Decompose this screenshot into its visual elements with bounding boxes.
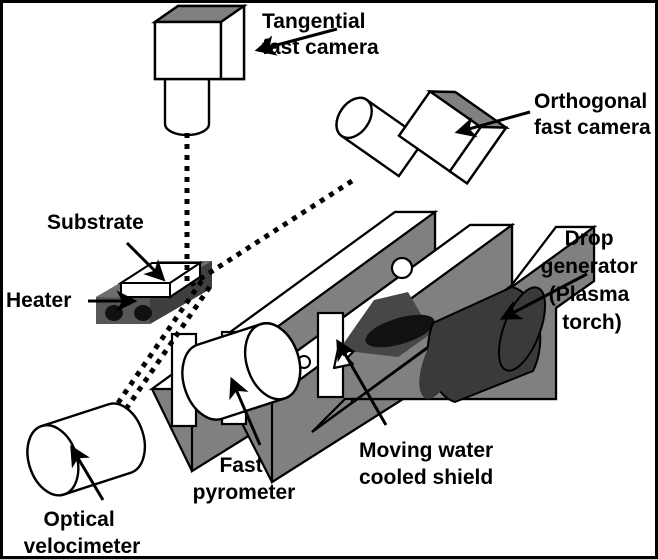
torch-barrel-front-face — [419, 323, 461, 399]
leader-arrows — [70, 27, 588, 501]
velocimeter-sight-line-b — [123, 280, 216, 411]
pyrometer-leader-arrow — [229, 376, 262, 446]
label-drop-generator: Drop generator (Plasma torch) — [541, 227, 644, 334]
fast-pyrometer-group[interactable] — [173, 316, 309, 427]
sight-lines — [115, 133, 354, 411]
substrate-front-face — [120, 282, 171, 298]
orthogonal-camera-leader-arrow — [454, 110, 531, 138]
label-orthogonal-fast-camera: Orthogonal fast camera — [534, 90, 653, 139]
labels: Tangential fast camera Orthogonal fast c… — [6, 10, 653, 558]
orthogonal-camera-side-face — [448, 125, 509, 186]
label-optical-velocimeter: Optical velocimeter — [24, 508, 141, 558]
tangential-camera-front-face — [153, 20, 223, 81]
substrate-leader-arrow — [125, 241, 166, 282]
fast-pyrometer[interactable] — [173, 316, 309, 427]
label-fast-pyrometer: Fast pyrometer — [193, 454, 296, 504]
label-substrate: Substrate — [47, 211, 144, 234]
drop-generator-leader-arrow — [499, 272, 588, 320]
heater-cartridge-left — [105, 305, 123, 321]
tangential-fast-camera[interactable] — [151, 3, 248, 137]
front-plate-bolt-hole — [390, 256, 414, 280]
orthogonal-camera-lens-aperture — [335, 96, 373, 140]
tangential-camera-side-face — [219, 3, 246, 81]
torch-barrel-end-cap — [497, 286, 547, 372]
tangential-camera-leader-arrow — [254, 27, 338, 56]
velocimeter-sight-line-a — [115, 274, 208, 405]
label-moving-water-cooled-shield: Moving water cooled shield — [359, 439, 499, 489]
velocimeter-leader-arrow — [70, 444, 105, 501]
shield-leader-arrow — [336, 338, 388, 426]
heater-cartridge-right — [134, 305, 152, 321]
orthogonal-camera-body-group[interactable] — [397, 80, 510, 186]
plasma-plume-core — [365, 314, 435, 348]
orthogonal-fast-camera[interactable] — [329, 80, 510, 186]
orthogonal-camera-lens-group — [335, 96, 426, 178]
label-heater: Heater — [6, 289, 71, 312]
label-tangential-fast-camera: Tangential fast camera — [262, 10, 379, 59]
fast-pyrometer-aperture — [243, 322, 302, 401]
